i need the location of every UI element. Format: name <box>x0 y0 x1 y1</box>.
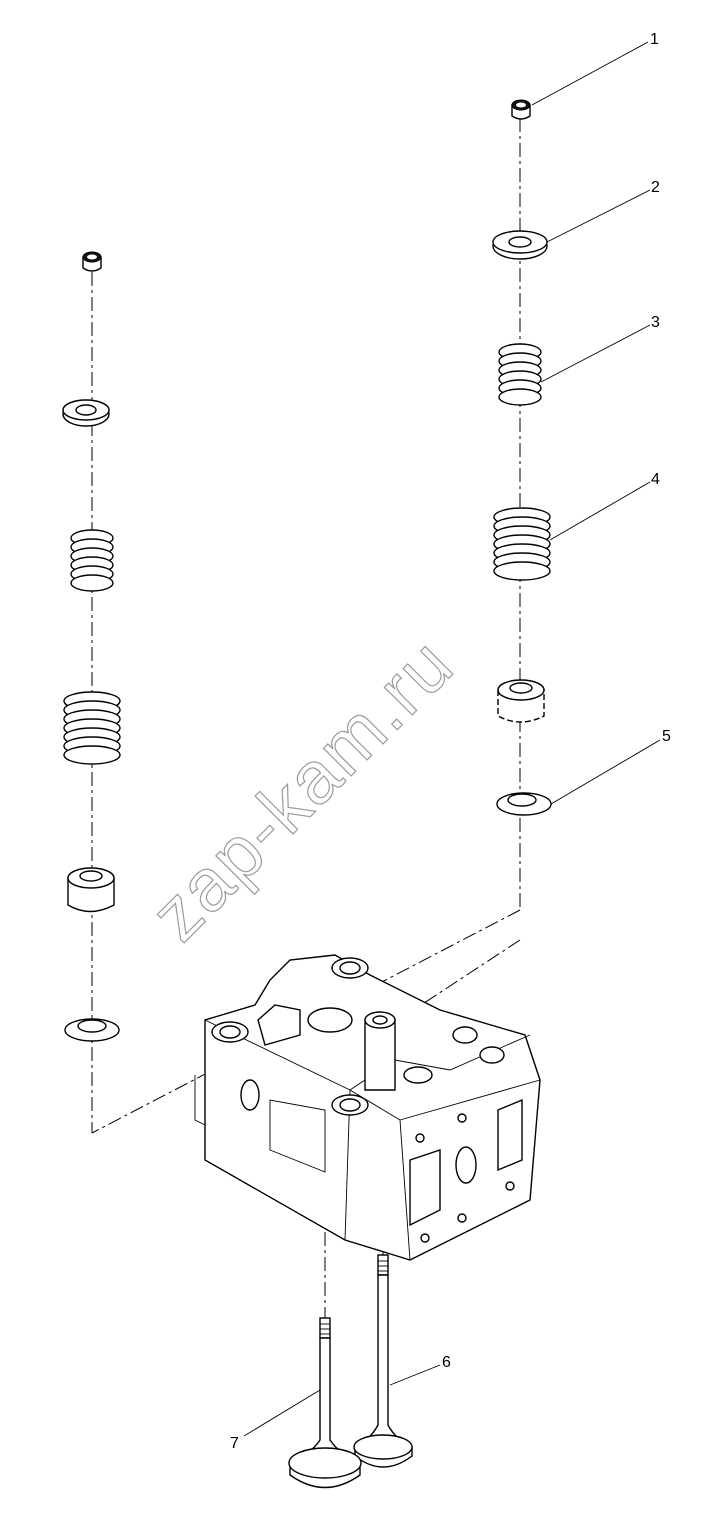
cylinder-head <box>194 954 541 1261</box>
callout-4: 4 <box>651 471 660 488</box>
exhaust-valve <box>288 1317 362 1489</box>
left-valve-cap <box>82 251 102 272</box>
callout-5: 5 <box>662 728 671 745</box>
right-valve-stack <box>492 99 552 816</box>
left-stem-seal <box>67 867 115 913</box>
left-spring-seat-washer <box>64 1018 120 1042</box>
left-valve-stack <box>62 251 121 1042</box>
watermark-text: zap-kam.ru <box>135 622 470 957</box>
callout-6: 6 <box>442 1354 451 1371</box>
callout-2: 2 <box>651 179 660 196</box>
left-inner-spring <box>70 529 114 592</box>
valve-cap <box>511 99 531 120</box>
callout-1: 1 <box>650 31 659 48</box>
outer-spring <box>493 507 551 581</box>
intake-valve <box>353 1254 413 1468</box>
spring-retainer <box>492 230 548 260</box>
left-outer-spring <box>63 691 121 765</box>
spring-seat-washer <box>496 792 552 816</box>
callout-7: 7 <box>230 1435 239 1452</box>
callouts: 1 2 3 4 5 6 7 <box>230 31 671 1452</box>
leader-lines <box>243 41 661 1437</box>
inner-spring <box>498 343 542 406</box>
left-spring-retainer <box>62 399 110 427</box>
stem-seal <box>497 679 545 723</box>
callout-3: 3 <box>651 314 660 331</box>
